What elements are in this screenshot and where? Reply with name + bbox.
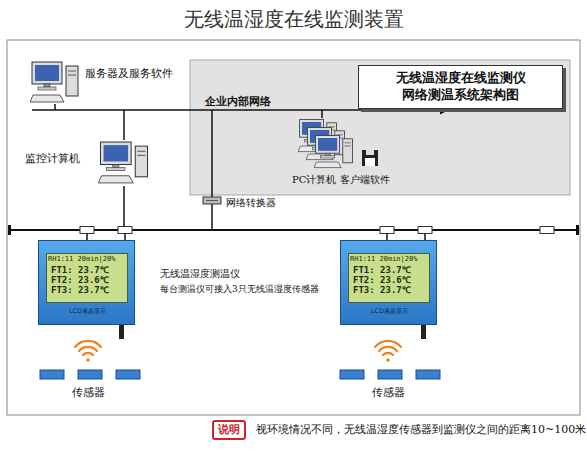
network-wires-part — [211, 110, 213, 197]
wifi-signal-part — [86, 358, 90, 362]
floppy-disk-part — [362, 150, 378, 166]
intranet-region: 企业内部网络 PC计算机客户端软件 无线温湿度在线监测仪 网络测温系统架构图 — [190, 60, 570, 195]
node-text: LCD液晶显示 — [341, 307, 438, 315]
wifi-signal-part — [83, 353, 93, 355]
floppy-disk — [362, 150, 378, 166]
node-text: 企业内部网络 — [205, 95, 271, 108]
node-text: 客户端软件 — [340, 174, 390, 186]
title-box: 无线温湿度在线监测仪 网络测温系统架构图 — [358, 65, 563, 109]
network-wires-part — [211, 204, 213, 230]
sensor-unit-part — [416, 370, 440, 379]
network-wires-part — [123, 110, 125, 140]
field-bus-part — [80, 227, 94, 234]
wifi-signal-part — [75, 341, 101, 347]
network-wires-part — [54, 104, 56, 110]
node-text: FT3: 23.7℃ — [353, 285, 411, 296]
label-text: 传感器 — [72, 386, 105, 399]
monitor-device: RH1:11 20min|20% FT1: 23.7℃FT2: 23.6℃FT3:… — [38, 240, 135, 325]
sensor-unit — [40, 370, 440, 379]
network-converter-part — [203, 197, 221, 204]
intranet-region-fill — [190, 60, 570, 195]
label-text: 无线温湿度测温仪 — [160, 268, 240, 280]
node-text: 说明 — [218, 423, 240, 437]
sensor-unit-part — [40, 370, 64, 379]
field-bus-part — [540, 227, 554, 234]
network-wires-part — [32, 109, 440, 111]
field-bus-part — [418, 227, 432, 234]
label-text: 传感器 — [372, 386, 405, 399]
wifi-signal-part — [379, 347, 397, 351]
server-computer — [30, 62, 78, 102]
antenna-part — [421, 325, 426, 339]
wifi-signal-part — [383, 353, 393, 355]
network-wires-part — [424, 233, 426, 240]
wifi-signal-part — [375, 341, 401, 347]
wifi-signal — [75, 341, 401, 362]
outer-frame — [7, 40, 580, 415]
label-text: 监控计算机 — [25, 152, 80, 165]
field-bus-part — [118, 227, 132, 234]
network-wires-part — [86, 233, 88, 240]
label-text: 服务器及服务软件 — [85, 67, 173, 80]
sensor-unit-part — [340, 370, 364, 379]
node-text: FT3: 23.7℃ — [51, 285, 109, 296]
node-text: FT1: 23.7℃ — [51, 265, 109, 276]
node-text: RH1:11 20min|20% — [48, 255, 115, 263]
label-text: 每台测温仪可接入3只无线温湿度传感器 — [160, 284, 319, 295]
wifi-signal-part — [386, 358, 390, 362]
network-wires-part — [124, 233, 126, 240]
antenna-part — [119, 325, 124, 339]
node-text: FT1: 23.7℃ — [353, 265, 411, 276]
node-text: FT2: 23.6℃ — [353, 275, 411, 286]
sensor-unit-part — [116, 370, 140, 379]
sensor-unit-part — [378, 370, 402, 379]
network-wires-part — [321, 110, 323, 118]
label-text: 视环境情况不同，无线温湿度传感器到监测仪之间的距离10~100米 — [256, 423, 586, 436]
node-text: PC计算机 — [292, 174, 336, 186]
monitor-computer — [98, 142, 147, 183]
field-bus-part — [576, 225, 579, 235]
title: 无线温湿度在线监测装置 — [0, 7, 587, 31]
network-wires-part — [123, 186, 125, 230]
network-wires-part — [386, 233, 388, 240]
wifi-signal-part — [79, 347, 97, 351]
field-bus-part — [380, 227, 394, 234]
network-wires — [32, 104, 440, 240]
floppy-disk-part — [365, 158, 375, 166]
node-text: LCD液晶显示 — [39, 307, 136, 315]
note-badge: 说明 — [212, 420, 246, 440]
label-text: 网络转换器 — [226, 197, 276, 209]
monitor-device: RH1:11 20min|20% FT1: 23.7℃FT2: 23.6℃FT3:… — [340, 240, 437, 325]
field-bus — [8, 225, 579, 235]
sensor-unit-part — [78, 370, 102, 379]
network-converter-part — [206, 200, 218, 201]
network-converter — [203, 197, 221, 204]
node-text: RH1:11 20min|20% — [350, 255, 417, 263]
pc-computer — [314, 136, 352, 168]
node-text: 无线温湿度在线监测仪 网络测温系统架构图 — [391, 70, 530, 104]
floppy-disk-part — [366, 150, 374, 155]
antenna — [119, 325, 426, 339]
node-text: FT2: 23.6℃ — [51, 275, 109, 286]
field-bus-part — [8, 225, 11, 235]
